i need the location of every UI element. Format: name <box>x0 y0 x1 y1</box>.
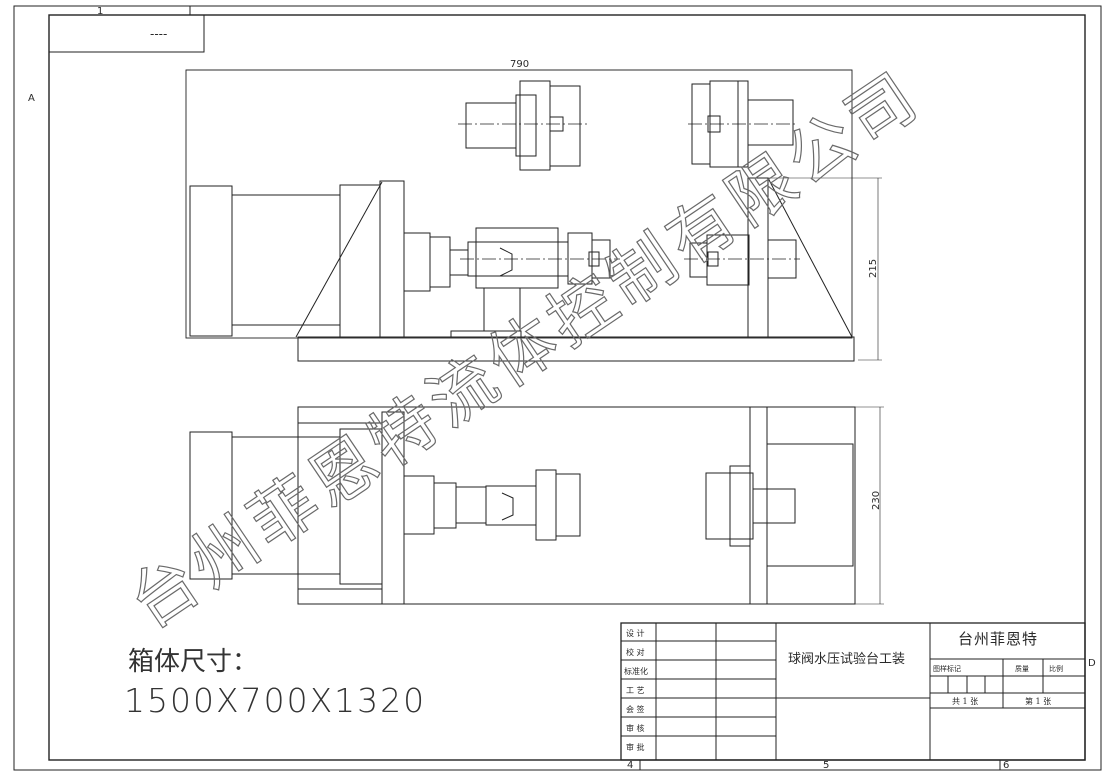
zone-bottom-5: 5 <box>823 760 829 771</box>
zone-bottom-6: 6 <box>1003 760 1009 771</box>
zone-bottom-4: 4 <box>627 760 633 771</box>
zone-left-a: A <box>28 93 35 104</box>
weight-label: 质量 <box>1015 664 1029 673</box>
role-design: 设 计 <box>626 628 645 638</box>
zone-right-d: D <box>1088 658 1096 669</box>
total-sheets: 共 1 张 <box>952 697 978 706</box>
detail-views-top <box>458 80 798 171</box>
role-check: 校 对 <box>626 647 645 657</box>
role-standardization: 标准化 <box>624 666 648 676</box>
title-block <box>620 622 1086 761</box>
corner-code-box <box>48 14 205 53</box>
company-name: 台州菲恩特 <box>958 630 1038 648</box>
zone-markers <box>189 6 1001 770</box>
dimension-width: 790 <box>510 59 529 70</box>
mark-label: 图样标记 <box>933 664 961 673</box>
dimension-height-side: 215 <box>868 259 879 278</box>
zone-top-1: 1 <box>97 6 103 17</box>
drawing-name: 球阀水压试验台工装 <box>788 651 905 667</box>
company-watermark: 台州菲恩特流体控制有限公司 <box>116 56 935 643</box>
scale-label: 比例 <box>1049 664 1063 673</box>
role-countersign: 会 签 <box>626 704 645 714</box>
box-size-value: 1500X700X1320 <box>124 681 426 720</box>
sheet-border <box>13 5 1102 771</box>
elevation-view <box>185 69 882 362</box>
role-approve: 审 批 <box>626 742 645 752</box>
title-block-roles: 设 计 校 对 标准化 工 艺 会 签 审 核 审 批 <box>624 628 648 752</box>
dimension-height-plan: 230 <box>871 491 882 510</box>
box-size-label: 箱体尺寸： <box>128 647 258 677</box>
corner-code-text: ---- <box>150 27 167 41</box>
sheet-number: 第 1 张 <box>1025 696 1051 706</box>
plan-view <box>189 406 884 605</box>
role-process: 工 艺 <box>626 686 645 695</box>
role-review: 审 核 <box>626 723 645 733</box>
